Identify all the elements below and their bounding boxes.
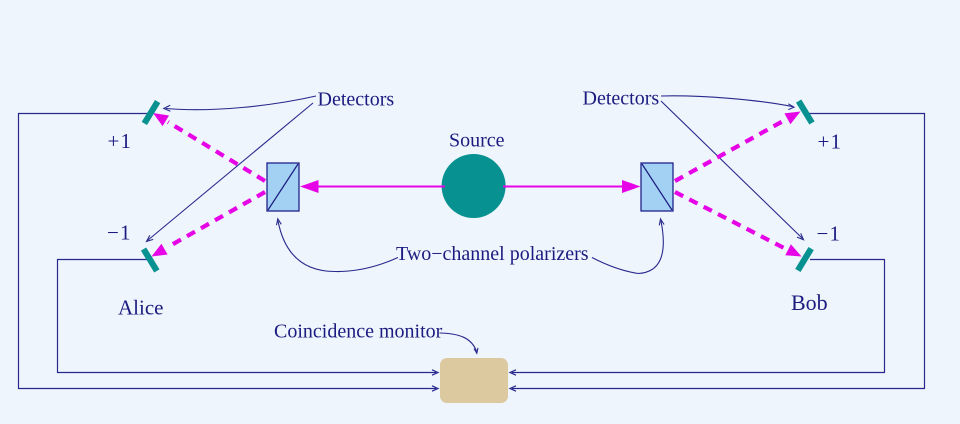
svg-text:Two−channel polarizers: Two−channel polarizers [396, 243, 589, 265]
svg-text:Source: Source [449, 130, 505, 152]
svg-text:Detectors: Detectors [583, 88, 660, 110]
svg-text:−1: −1 [817, 222, 842, 246]
svg-text:+1: +1 [108, 129, 133, 153]
svg-text:Alice: Alice [118, 296, 163, 320]
svg-text:Coincidence monitor: Coincidence monitor [274, 321, 443, 343]
svg-text:−1: −1 [107, 221, 132, 245]
svg-text:Detectors: Detectors [318, 89, 395, 111]
svg-text:Bob: Bob [791, 290, 828, 315]
svg-text:+1: +1 [818, 130, 843, 154]
